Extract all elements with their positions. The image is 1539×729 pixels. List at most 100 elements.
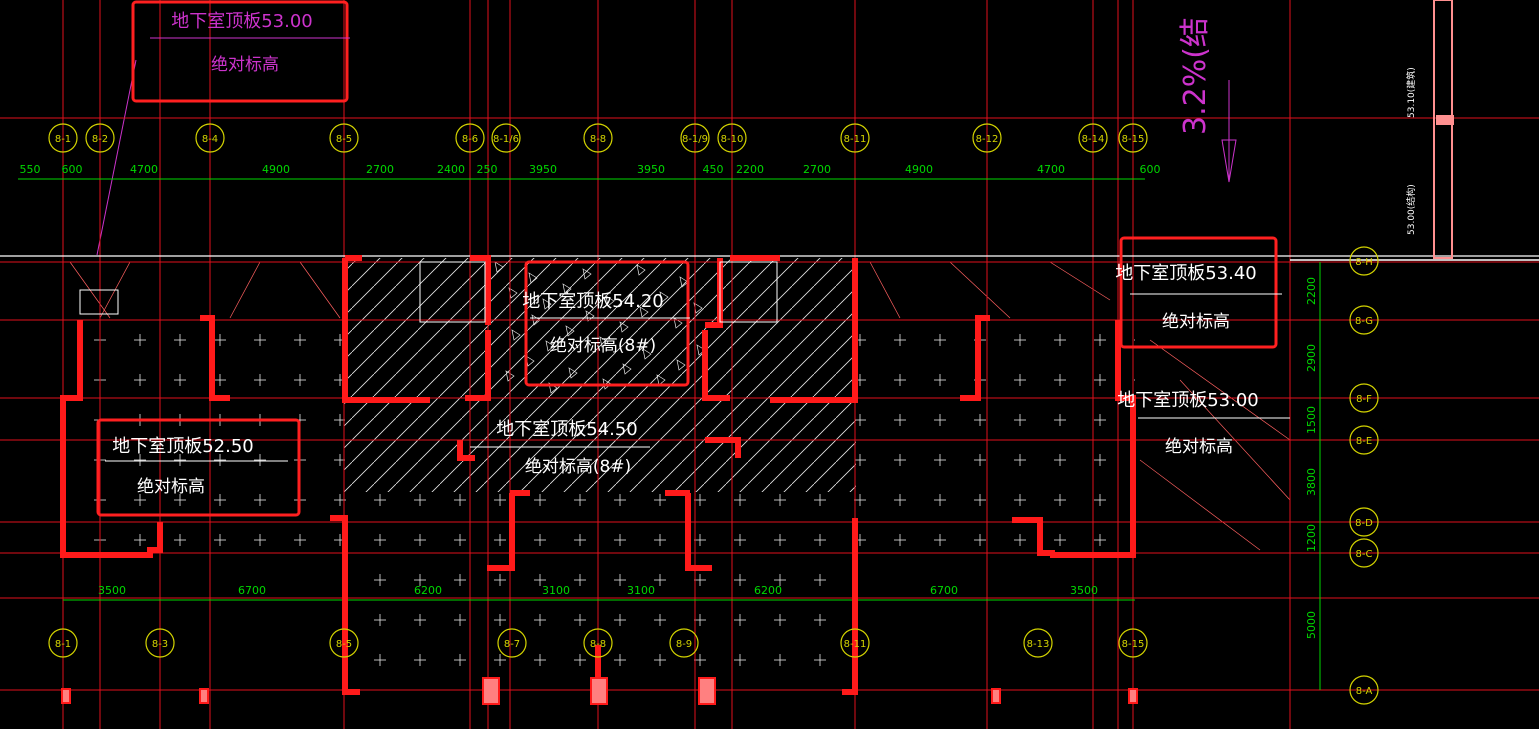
- grid-bubble-label: 8-2: [92, 134, 108, 145]
- dim-text-right: 1500: [1305, 406, 1318, 434]
- grid-bubble-label: 8-1/9: [682, 134, 708, 145]
- dim-text-top: 250: [477, 163, 498, 176]
- slab-label-sub: 绝对标高(8#): [550, 336, 656, 356]
- triangle-hatch: [622, 363, 632, 375]
- retaining-wall-cap: [1436, 115, 1454, 125]
- grid-bubble-label: 8-13: [1027, 639, 1050, 650]
- slab-label-sub: 绝对标高: [1162, 312, 1230, 332]
- grid-bubble-circle: [491, 123, 521, 153]
- grid-bubble-circle: [1349, 425, 1379, 455]
- grid-bubble-label: 8-3: [152, 639, 168, 650]
- grid-bubble-circle: [840, 628, 870, 658]
- grid-bubble-label: 8-4: [202, 134, 218, 145]
- grid-bubble-circle: [1349, 383, 1379, 413]
- grid-bubble-bottom: 8-11: [840, 628, 870, 658]
- grid-bubble-circle: [329, 628, 359, 658]
- grid-bubble-right: 8-E: [1349, 425, 1379, 455]
- zone-hatch-line: [229, 261, 261, 319]
- slab-label-53-40[interactable]: 地下室顶板53.40 绝对标高: [1115, 236, 1282, 349]
- slope-text: 3.2%(结: [1178, 17, 1213, 135]
- grid-bubble-circle: [1118, 123, 1148, 153]
- triangle-hatch: [511, 329, 521, 341]
- grid-bubble-right: 8-D: [1349, 507, 1379, 537]
- wall-segment: [1050, 320, 1136, 558]
- grid-bubble-top: 8-1: [48, 123, 78, 153]
- dim-text-bottom: 3500: [1070, 584, 1098, 597]
- triangle-hatch: [642, 348, 652, 360]
- wall-segment: [960, 315, 990, 401]
- dim-text-top: 550: [20, 163, 41, 176]
- grid-bubble-circle: [1349, 675, 1379, 705]
- grid-bubble-top: 8-6: [455, 123, 485, 153]
- grid-bubble-label: 8-9: [676, 639, 692, 650]
- zone-hatch-line: [949, 261, 1011, 319]
- grid-bubble-label: 8-11: [844, 639, 867, 650]
- dim-text-bottom: 3100: [627, 584, 655, 597]
- dim-text-top: 4700: [1037, 163, 1065, 176]
- slab-label-title: 地下室顶板52.50: [112, 436, 254, 457]
- zone-hatch-line: [1139, 459, 1261, 551]
- grid-bubble-top: 8-14: [1078, 123, 1108, 153]
- dim-text-top: 4900: [262, 163, 290, 176]
- slab-label-54-20[interactable]: 地下室顶板54.20 绝对标高(8#): [522, 260, 690, 387]
- grid-bubble-label: 8-15: [1122, 134, 1145, 145]
- grid-bubble-circle: [669, 628, 699, 658]
- zone-hatch-line: [1149, 339, 1291, 441]
- leader-line: [96, 59, 137, 256]
- triangle-hatch: [679, 276, 689, 288]
- dim-text-top: 600: [62, 163, 83, 176]
- triangle-hatch: [562, 283, 572, 295]
- triangle-hatch: [636, 264, 646, 276]
- grid-bubble-top: 8-11: [840, 123, 870, 153]
- grid-bubble-label: 8-7: [504, 639, 520, 650]
- grid-bubble-label: 8-G: [1355, 316, 1373, 327]
- side-elevation-struct: 53.00(结构): [1405, 184, 1417, 235]
- wall-segment: [487, 493, 515, 571]
- dim-text-top: 2200: [736, 163, 764, 176]
- grid-bubble-top: 8-15: [1118, 123, 1148, 153]
- dim-text-top: 2700: [803, 163, 831, 176]
- grid-bubble-label: 8-10: [721, 134, 744, 145]
- grid-bubble-label: 8-15: [1122, 639, 1145, 650]
- slab-label-53-00-right[interactable]: 地下室顶板53.00 绝对标高: [1117, 390, 1290, 457]
- slab-label-title: 地下室顶板54.50: [496, 419, 638, 440]
- grid-bubble-circle: [1118, 628, 1148, 658]
- dim-text-top: 2700: [366, 163, 394, 176]
- grid-bubble-bottom: 8-7: [497, 628, 527, 658]
- slab-label-52-50[interactable]: 地下室顶板52.50 绝对标高: [96, 418, 301, 517]
- wall-segment: [457, 440, 475, 461]
- grid-bubble-circle: [1078, 123, 1108, 153]
- grid-bubble-label: 8-8: [590, 134, 606, 145]
- grid-bubble-label: 8-11: [844, 134, 867, 145]
- triangle-hatch: [568, 367, 578, 379]
- grid-bubble-bottom: 8-8: [583, 628, 613, 658]
- grid-bubble-circle: [329, 123, 359, 153]
- dim-text-bottom: 6200: [754, 584, 782, 597]
- dim-text-top: 4700: [130, 163, 158, 176]
- triangle-hatch: [619, 321, 629, 333]
- zone-hatch-line: [1049, 261, 1111, 301]
- grid-bubble-label: 8-C: [1356, 549, 1373, 560]
- wall-segment: [465, 330, 491, 401]
- wall-segment: [342, 258, 430, 403]
- triangle-hatch: [659, 291, 669, 303]
- grid-bubble-circle: [85, 123, 115, 153]
- grid-bubble-circle: [1349, 246, 1379, 276]
- grid-bubble-right: 8-C: [1349, 538, 1379, 568]
- wall-segment: [702, 330, 730, 401]
- grid-bubble-top: 8-2: [85, 123, 115, 153]
- grid-bubble-label: 8-F: [1356, 394, 1372, 405]
- wall-segment: [705, 437, 741, 458]
- wall-segment: [1012, 517, 1055, 556]
- slab-label-54-50[interactable]: 地下室顶板54.50 绝对标高(8#): [470, 419, 650, 477]
- grid-bubble-circle: [972, 123, 1002, 153]
- hatch-layer: [69, 59, 1291, 692]
- grid-bubble-circle: [680, 123, 710, 153]
- slab-label-53-00-top[interactable]: 地下室顶板53.00 绝对标高: [131, 0, 350, 103]
- triangle-hatch: [528, 272, 538, 284]
- triangle-hatch: [599, 336, 609, 348]
- grid-bubble-circle: [1349, 305, 1379, 335]
- dim-text-right: 3800: [1305, 468, 1318, 496]
